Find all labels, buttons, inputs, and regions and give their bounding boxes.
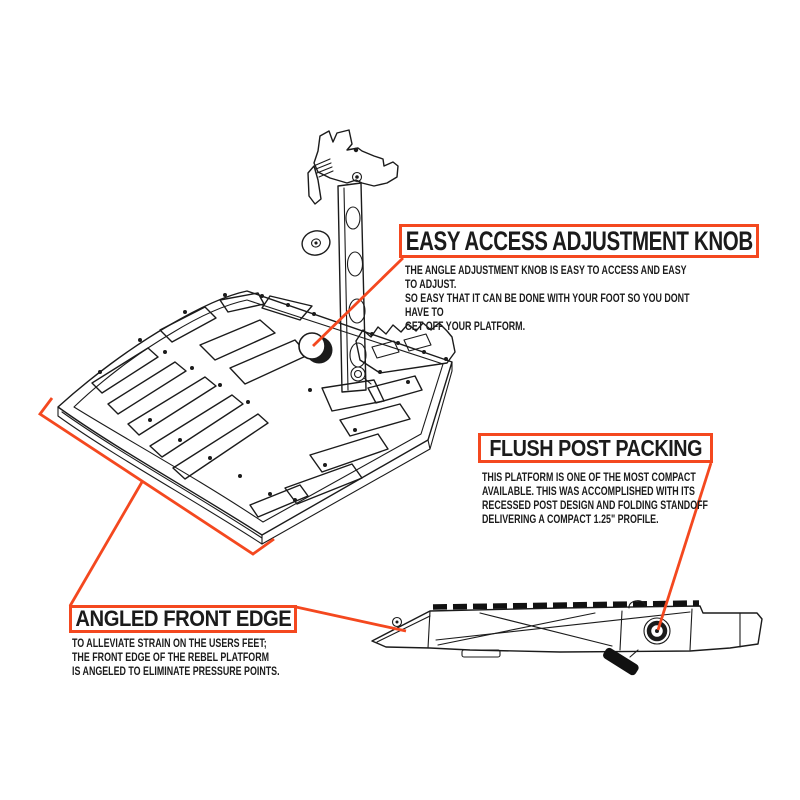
callout-flush-post-body: THIS PLATFORM IS ONE OF THE MOST COMPACT… — [482, 470, 708, 526]
foot-pad — [461, 649, 501, 658]
adjustment-post — [321, 182, 385, 412]
platform-web-slots-upper — [159, 292, 313, 385]
tread-teeth — [432, 600, 700, 610]
leader-front-edge-bracket — [37, 397, 275, 556]
callout-easy-access-box: EASY ACCESS ADJUSTMENT KNOB — [399, 224, 759, 258]
platform-web-slots-left — [91, 347, 269, 480]
leader-flush-post — [656, 462, 713, 631]
adjustment-knob — [298, 332, 333, 364]
callout-angled-edge-box: ANGLED FRONT EDGE — [69, 605, 297, 633]
callout-angled-edge-body: TO ALLEVIATE STRAIN ON THE USERS FEET; T… — [72, 636, 280, 678]
leader-front-edge-to-box — [68, 481, 144, 607]
recessed-post-mount — [643, 617, 671, 645]
standoff-loop — [628, 600, 646, 609]
platform-web-slots-right — [249, 375, 423, 518]
lever-knob — [603, 647, 639, 676]
nose-bolt-center — [395, 620, 399, 624]
callout-flush-post-box: FLUSH POST PACKING — [478, 433, 713, 463]
callout-angled-edge-title: ANGLED FRONT EDGE — [75, 606, 291, 631]
clamp-head — [307, 129, 399, 205]
pivot-bolt — [350, 366, 372, 385]
callout-easy-access-body: THE ANGLE ADJUSTMENT KNOB IS EASY TO ACC… — [405, 263, 690, 333]
nose-bolt — [391, 616, 403, 628]
rivet-dots — [98, 293, 448, 502]
washer-disc — [301, 230, 331, 256]
platform-isometric-drawing — [57, 129, 456, 545]
serrated-edge — [355, 322, 456, 374]
callout-flush-post-title: FLUSH POST PACKING — [489, 434, 702, 461]
callout-easy-access-title: EASY ACCESS ADJUSTMENT KNOB — [405, 225, 753, 256]
leader-box-to-side-view — [295, 605, 407, 633]
platform-side-view-drawing — [371, 600, 763, 676]
leader-easy-access — [312, 256, 404, 348]
leader-lines — [37, 256, 713, 633]
